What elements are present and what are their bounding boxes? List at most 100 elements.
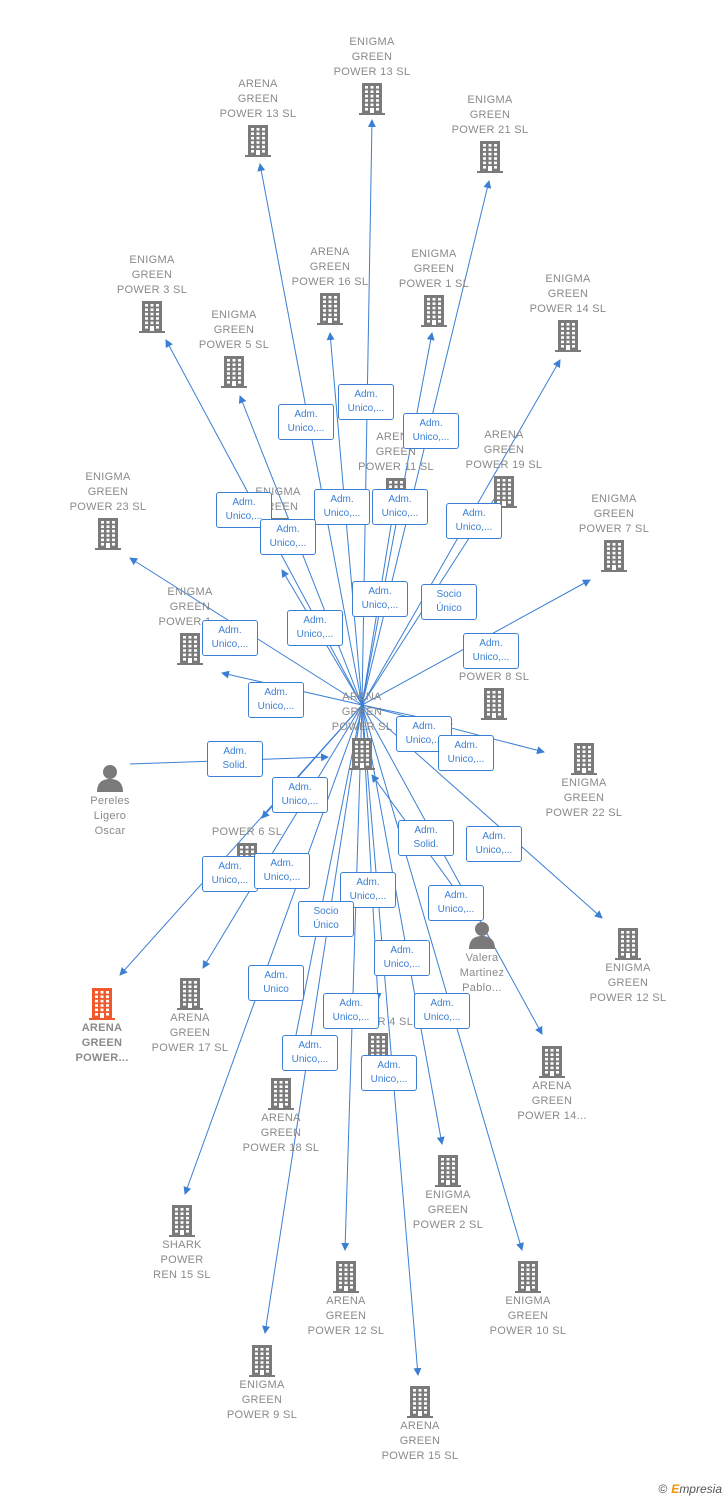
edge-label[interactable]: Adm. Unico,...	[202, 856, 258, 892]
edge-label[interactable]: Adm. Unico,...	[463, 633, 519, 669]
node-label: Pereles Ligero Oscar	[90, 795, 130, 837]
building-icon	[615, 928, 641, 960]
node-label: ENIGMA GREEN POWER 2 SL	[412, 1189, 484, 1231]
node-a17[interactable]: ARENA GREEN POWER 17 SL	[135, 975, 245, 1056]
building-icon	[407, 1386, 433, 1418]
edge-label[interactable]: Adm. Unico,...	[372, 489, 428, 525]
node-e14[interactable]: ENIGMA GREEN POWER 14 SL	[513, 272, 623, 353]
edge-center-shark	[183, 704, 363, 1195]
edge-label[interactable]: Adm. Unico,...	[272, 777, 328, 813]
edge-label[interactable]: Adm. Unico,...	[260, 519, 316, 555]
edge-label[interactable]: Adm. Unico,...	[314, 489, 370, 525]
building-icon	[481, 688, 507, 720]
edge-label[interactable]: Adm. Unico,...	[428, 885, 484, 921]
node-e12[interactable]: ENIGMA GREEN POWER 12 SL	[573, 925, 683, 1006]
node-agp[interactable]: ARENA GREEN POWER...	[47, 985, 157, 1066]
node-label: ENIGMA GREEN POWER 7 SL	[578, 493, 650, 535]
building-icon	[89, 988, 115, 1020]
edge-label[interactable]: Adm. Unico	[248, 965, 304, 1001]
edge-label[interactable]: Adm. Solid.	[398, 820, 454, 856]
edge-label[interactable]: Adm. Unico,...	[352, 581, 408, 617]
node-label: POWER 6 SL	[211, 826, 283, 838]
brand-logo-initial: E	[671, 1482, 680, 1496]
node-label: ARENA GREEN POWER 13 SL	[219, 78, 297, 120]
edge-label[interactable]: Adm. Unico,...	[248, 682, 304, 718]
building-icon	[349, 738, 375, 770]
node-a14[interactable]: ARENA GREEN POWER 14...	[497, 1043, 607, 1124]
building-icon	[359, 83, 385, 115]
node-a13[interactable]: ARENA GREEN POWER 13 SL	[203, 77, 313, 158]
node-label: Valera Martinez Pablo...	[459, 952, 505, 994]
node-e23[interactable]: ENIGMA GREEN POWER 23 SL	[53, 470, 163, 551]
building-icon	[333, 1261, 359, 1293]
node-e21[interactable]: ENIGMA GREEN POWER 21 SL	[435, 93, 545, 174]
building-icon	[249, 1345, 275, 1377]
node-e2[interactable]: ENIGMA GREEN POWER 2 SL	[393, 1152, 503, 1233]
edge-center-e22	[361, 704, 545, 755]
edge-label[interactable]: Adm. Unico,...	[254, 853, 310, 889]
building-icon	[601, 540, 627, 572]
edge-label[interactable]: Adm. Unico,...	[374, 940, 430, 976]
edge-label[interactable]: Adm. Unico,...	[202, 620, 258, 656]
node-label: ARENA GREEN POWER SL	[331, 691, 393, 733]
edge-center-e9	[262, 704, 363, 1334]
edge-label[interactable]: Adm. Unico,...	[287, 610, 343, 646]
node-center[interactable]: ARENA GREEN POWER SL	[307, 690, 417, 771]
node-label: ARENA GREEN POWER 17 SL	[151, 1012, 229, 1054]
node-e10[interactable]: ENIGMA GREEN POWER 10 SL	[473, 1258, 583, 1339]
brand-logo-rest: mpresia	[679, 1482, 722, 1496]
node-p8[interactable]: POWER 8 SL	[439, 670, 549, 721]
edge-label[interactable]: Adm. Unico,...	[446, 503, 502, 539]
edge-label[interactable]: Adm. Unico,...	[361, 1055, 417, 1091]
copyright-symbol: ©	[658, 1482, 668, 1496]
edge-center-a15	[361, 704, 422, 1376]
edge-label[interactable]: Adm. Unico,...	[414, 993, 470, 1029]
edge-label[interactable]: Adm. Unico,...	[403, 413, 459, 449]
node-valera[interactable]: Valera Martinez Pablo...	[427, 915, 537, 996]
building-icon	[539, 1046, 565, 1078]
node-e3[interactable]: ENIGMA GREEN POWER 3 SL	[97, 253, 207, 334]
node-label: ENIGMA GREEN POWER 9 SL	[226, 1379, 298, 1421]
building-icon	[555, 320, 581, 352]
node-a16[interactable]: ARENA GREEN POWER 16 SL	[275, 245, 385, 326]
node-pereles[interactable]: Pereles Ligero Oscar	[55, 758, 165, 839]
edge-label[interactable]: Adm. Solid.	[207, 741, 263, 777]
edge-label[interactable]: Adm. Unico,...	[338, 384, 394, 420]
edge-label[interactable]: Socio Único	[298, 901, 354, 937]
node-label: ENIGMA GREEN POWER 12 SL	[589, 962, 667, 1004]
node-e5[interactable]: ENIGMA GREEN POWER 5 SL	[179, 308, 289, 389]
node-e1x[interactable]: ENIGMA GREEN POWER 1...	[135, 585, 245, 666]
node-label: ARENA GREEN POWER 14...	[517, 1080, 587, 1122]
edge-label[interactable]: Socio Único	[421, 584, 477, 620]
node-label: ENIGMA GREEN POWER 22 SL	[545, 777, 623, 819]
node-e22[interactable]: ENIGMA GREEN POWER 22 SL	[529, 740, 639, 821]
edge-center-e2	[361, 704, 445, 1145]
node-e7[interactable]: ENIGMA GREEN POWER 7 SL	[559, 492, 669, 573]
edge-center-agp	[119, 704, 363, 976]
node-e13[interactable]: ENIGMA GREEN POWER 13 SL	[317, 35, 427, 116]
node-label: POWER 8 SL	[458, 671, 530, 683]
building-icon	[571, 743, 597, 775]
node-label: ARENA GREEN POWER 15 SL	[381, 1420, 459, 1462]
edge-label[interactable]: Adm. Unico,...	[278, 404, 334, 440]
edge-label[interactable]: Adm. Unico,...	[438, 735, 494, 771]
node-a18[interactable]: ARENA GREEN POWER 18 SL	[226, 1075, 336, 1156]
node-label: ENIGMA GREEN POWER 1 SL	[398, 248, 470, 290]
node-e9[interactable]: ENIGMA GREEN POWER 9 SL	[207, 1342, 317, 1423]
node-a19[interactable]: ARENA GREEN POWER 19 SL	[449, 428, 559, 509]
edge-label[interactable]: Adm. Unico,...	[282, 1035, 338, 1071]
person-icon	[97, 765, 123, 792]
node-e1[interactable]: ENIGMA GREEN POWER 1 SL	[379, 247, 489, 328]
edge-label[interactable]: Adm. Unico,...	[466, 826, 522, 862]
node-label: ENIGMA GREEN POWER 13 SL	[333, 36, 411, 78]
node-label: ARENA GREEN POWER 16 SL	[291, 246, 369, 288]
edge-center-e10	[361, 704, 524, 1251]
node-label: SHARK POWER REN 15 SL	[153, 1239, 211, 1281]
edge-label[interactable]: Adm. Unico,...	[323, 993, 379, 1029]
node-a15[interactable]: ARENA GREEN POWER 15 SL	[365, 1383, 475, 1464]
edge-center-a17	[202, 704, 363, 969]
node-label: ENIGMA GREEN POWER 3 SL	[116, 254, 188, 296]
node-a12[interactable]: ARENA GREEN POWER 12 SL	[291, 1258, 401, 1339]
node-shark[interactable]: SHARK POWER REN 15 SL	[127, 1202, 237, 1283]
